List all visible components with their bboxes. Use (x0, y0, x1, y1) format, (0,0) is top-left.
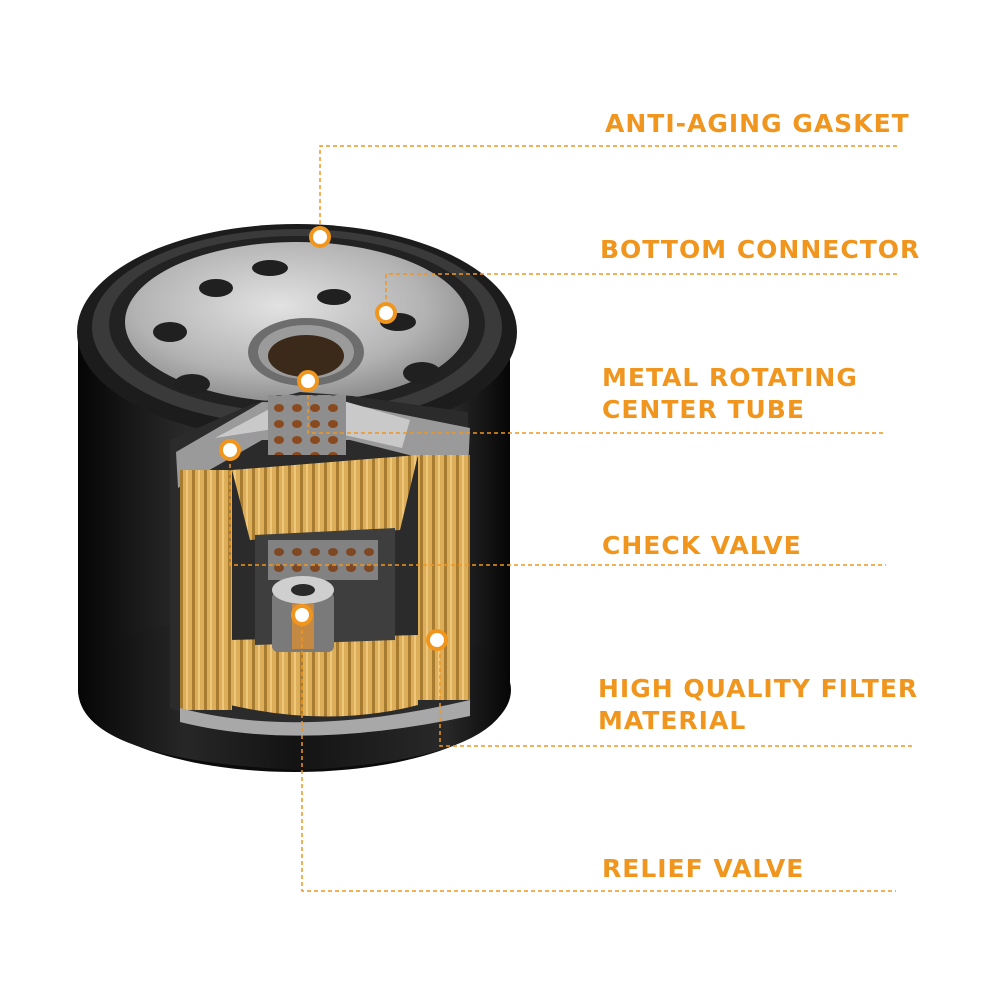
marker-gasket (309, 226, 331, 248)
leader-check (229, 450, 886, 566)
label-text-line2: MATERIAL (598, 706, 747, 735)
label-text-line2: CENTER TUBE (602, 395, 805, 424)
marker-filter (426, 629, 448, 651)
label-center-tube: METAL ROTATING CENTER TUBE (602, 362, 858, 426)
marker-tube (297, 370, 319, 392)
marker-dots (219, 226, 448, 651)
center-thread (248, 318, 364, 386)
label-relief-valve: RELIEF VALVE (602, 853, 804, 885)
leader-tube (307, 381, 886, 434)
cutaway-section (170, 392, 470, 736)
baseplate-holes (153, 260, 441, 394)
leader-gasket (319, 145, 898, 238)
leader-lines (229, 145, 912, 892)
label-text: CHECK VALVE (602, 531, 802, 560)
label-anti-aging-gasket: ANTI-AGING GASKET (605, 108, 910, 140)
label-bottom-connector: BOTTOM CONNECTOR (600, 234, 920, 266)
label-filter-material: HIGH QUALITY FILTER MATERIAL (598, 673, 918, 737)
leader-connector (385, 273, 898, 313)
label-text: BOTTOM CONNECTOR (600, 235, 921, 264)
label-text-line1: HIGH QUALITY FILTER (598, 674, 919, 703)
marker-connector (375, 302, 397, 324)
marker-relief (291, 604, 313, 626)
label-text: ANTI-AGING GASKET (605, 109, 910, 138)
leader-filter (439, 640, 912, 747)
leader-relief (301, 616, 896, 892)
label-text: RELIEF VALVE (602, 854, 805, 883)
marker-check (219, 439, 241, 461)
label-text-line1: METAL ROTATING (602, 363, 858, 392)
label-check-valve: CHECK VALVE (602, 530, 802, 562)
